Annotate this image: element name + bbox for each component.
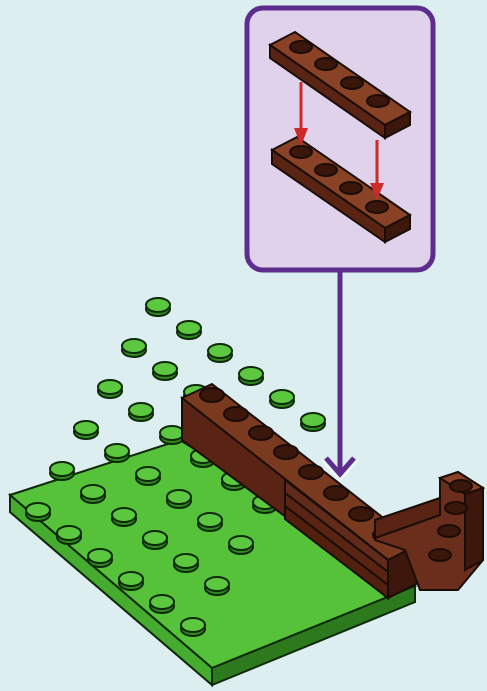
stud bbox=[176, 320, 202, 336]
stud bbox=[142, 530, 168, 546]
stud bbox=[180, 617, 206, 633]
action-arrow-right bbox=[370, 140, 384, 200]
stud bbox=[80, 484, 106, 500]
brown-angled-plate bbox=[374, 470, 486, 591]
stud bbox=[204, 576, 230, 592]
pointer-arrow bbox=[321, 270, 359, 482]
stud bbox=[104, 443, 130, 459]
brown-wall bbox=[180, 382, 420, 601]
stud bbox=[197, 512, 223, 528]
stud bbox=[25, 502, 51, 518]
stud bbox=[152, 361, 178, 377]
stud bbox=[118, 571, 144, 587]
callout-box bbox=[244, 5, 436, 273]
stud bbox=[111, 507, 137, 523]
stud bbox=[238, 366, 264, 382]
stud bbox=[73, 420, 99, 436]
stud bbox=[269, 389, 295, 405]
action-arrow-left bbox=[294, 82, 308, 146]
stud bbox=[121, 338, 147, 354]
callout-plate-bottom bbox=[270, 135, 412, 244]
stud bbox=[87, 548, 113, 564]
stud bbox=[135, 466, 161, 482]
callout-plate-top bbox=[268, 30, 412, 140]
stud bbox=[300, 412, 326, 428]
stud bbox=[207, 343, 233, 359]
stud bbox=[49, 461, 75, 477]
stud bbox=[173, 553, 199, 569]
stud bbox=[228, 535, 254, 551]
stud bbox=[149, 594, 175, 610]
green-baseplate bbox=[7, 297, 418, 688]
stud bbox=[166, 489, 192, 505]
stud bbox=[56, 525, 82, 541]
stud bbox=[159, 425, 185, 441]
stud bbox=[128, 402, 154, 418]
stud bbox=[97, 379, 123, 395]
stud bbox=[145, 297, 171, 313]
